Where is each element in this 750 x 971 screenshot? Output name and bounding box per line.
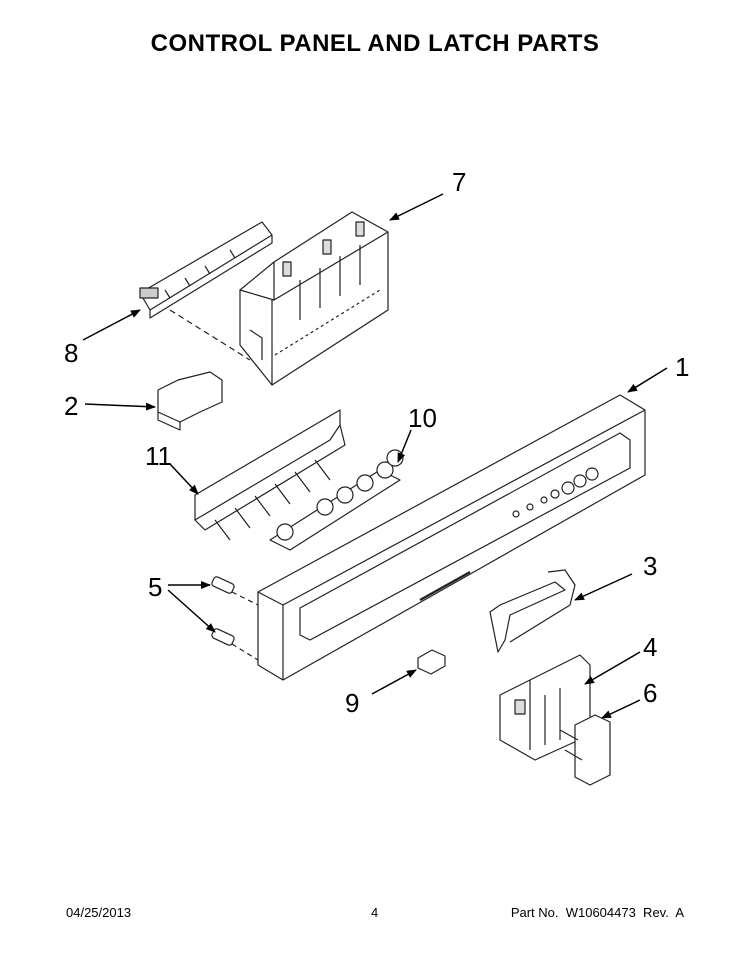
callout-11: 11: [145, 441, 172, 471]
arrow-7: [389, 193, 444, 221]
latch-bracket-part-3: [489, 569, 576, 653]
arrow-8: [82, 309, 141, 341]
screw-dashed-lines: [231, 591, 259, 661]
callout-arrows: [82, 193, 668, 719]
callout-7: 7: [452, 167, 466, 197]
dashed-alignment-line: [169, 309, 251, 361]
arrow-2: [84, 402, 156, 411]
bracket-part-2: [157, 371, 223, 431]
arrow-1: [627, 367, 668, 393]
callout-8: 8: [64, 338, 78, 368]
switch-part-9: [417, 649, 446, 675]
arrow-9: [371, 669, 417, 695]
arrow-3: [574, 573, 633, 601]
control-board-part-7: [239, 211, 389, 386]
screws-part-5: [211, 576, 235, 646]
callout-1: 1: [675, 352, 689, 382]
latch-actuator-part-6: [559, 714, 611, 786]
arrow-6: [601, 699, 641, 719]
arrow-4: [584, 651, 641, 685]
arrow-10: [397, 429, 412, 463]
control-panel-console-part-1: [257, 394, 646, 681]
callout-2: 2: [64, 391, 78, 421]
page-title: CONTROL PANEL AND LATCH PARTS: [150, 30, 600, 57]
arrow-11: [169, 463, 199, 495]
arrow-5b: [167, 589, 216, 633]
footer-page-number: 4: [371, 905, 379, 920]
footer-part-number: Part No. W10604473 Rev. A: [510, 905, 684, 920]
callout-6: 6: [643, 678, 657, 708]
callout-10: 10: [408, 403, 437, 433]
callout-4: 4: [643, 632, 657, 662]
callout-3: 3: [643, 551, 657, 581]
button-rail-part-11: [194, 409, 346, 541]
bracket-part-8: [139, 221, 273, 319]
footer-date: 04/25/2013: [66, 905, 132, 920]
push-buttons-part-10: [269, 449, 404, 551]
callout-5: 5: [148, 572, 162, 602]
callout-9: 9: [345, 688, 359, 718]
